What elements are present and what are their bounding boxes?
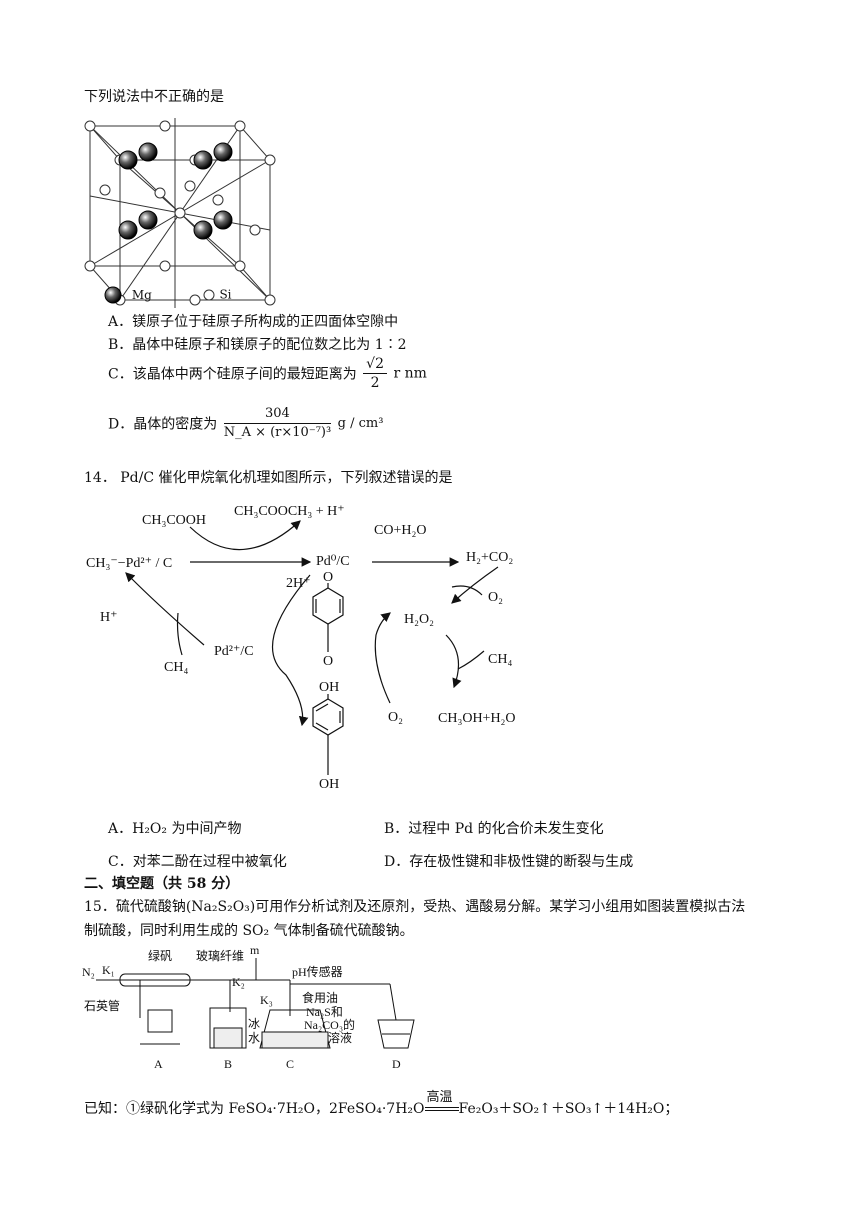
apparatus-ice2: 水 bbox=[248, 1031, 260, 1045]
apparatus-figure: N₂ K₁ 绿矾 玻璃纤维 m K₂ K₃ pH传感器 石英管 食用油 Na₂S… bbox=[82, 943, 415, 1071]
apparatus-k2: K₂ bbox=[232, 975, 245, 989]
q13-option-a: A．镁原子位于硅原子所构成的正四面体空隙中 bbox=[108, 314, 399, 330]
q13-option-c-unit: r nm bbox=[393, 365, 427, 382]
label-ch3cooh: CH₃COOH bbox=[142, 513, 206, 528]
apparatus-ice1: 冰 bbox=[248, 1017, 260, 1031]
known-equation-arrow: 高温 bbox=[424, 1090, 459, 1116]
label-h2o2: H₂O₂ bbox=[404, 612, 434, 627]
apparatus-boli: 玻璃纤维 bbox=[196, 949, 244, 963]
equals-icon bbox=[424, 1107, 459, 1111]
q13-option-d: D．晶体的密度为 304 N_A × (r×10⁻⁷)³ g / cm³ bbox=[108, 405, 383, 442]
apparatus-lvfan: 绿矾 bbox=[148, 948, 172, 963]
legend-si-label: Si bbox=[219, 287, 232, 302]
q14-option-d: D．存在极性键和非极性键的断裂与生成 bbox=[384, 854, 634, 870]
mechanism-diagram: CH₃COOH CH₃COOCH₃ + H⁺ CH₃⁻−Pd²⁺ / C Pd⁰… bbox=[86, 504, 516, 792]
q13-option-c-text: C．该晶体中两个硅原子间的最短距离为 bbox=[108, 366, 357, 383]
apparatus-mix1: Na₂S和 bbox=[306, 1005, 343, 1019]
legend-mg-label: Mg bbox=[131, 287, 152, 302]
q13-option-c: C．该晶体中两个硅原子间的最短距离为 √2 2 r nm bbox=[108, 355, 427, 392]
q13-option-d-denominator: N_A × (r×10⁻⁷)³ bbox=[223, 425, 332, 440]
label-ch4-left: CH₄ bbox=[164, 660, 188, 675]
label-o2-mid: O₂ bbox=[388, 710, 403, 725]
label-oh-bottom: OH bbox=[319, 777, 339, 792]
apparatus-k3: K₃ bbox=[260, 993, 273, 1007]
q14-option-b: B．过程中 Pd 的化合价未发生变化 bbox=[384, 821, 604, 837]
apparatus-label-c: C bbox=[286, 1057, 294, 1071]
label-ch3cooch3: CH₃COOCH₃ + H⁺ bbox=[234, 504, 345, 519]
crystal-structure-figure bbox=[84, 118, 276, 308]
label-ch3pd: CH₃⁻−Pd²⁺ / C bbox=[86, 556, 172, 571]
q14-option-c: C．对苯二酚在过程中被氧化 bbox=[108, 854, 287, 870]
section-2-heading: 二、填空题（共 58 分） bbox=[84, 876, 240, 892]
question-15-line2: 制硫酸，同时利用生成的 SO₂ 气体制备硫代硫酸钠。 bbox=[84, 923, 414, 939]
known-equation-condition: 高温 bbox=[426, 1090, 453, 1105]
label-h-plus: H⁺ bbox=[100, 610, 118, 625]
q13-option-d-unit: g / cm³ bbox=[337, 416, 384, 431]
label-o-bottom: O bbox=[323, 654, 333, 669]
label-pd0: Pd⁰/C bbox=[316, 554, 350, 569]
legend: Mg Si bbox=[104, 286, 232, 304]
label-oh-top: OH bbox=[319, 680, 339, 695]
si-atom-icon bbox=[203, 289, 215, 301]
apparatus-label-a: A bbox=[154, 1057, 163, 1071]
question-13-lead: 下列说法中不正确的是 bbox=[84, 89, 224, 105]
q13-option-c-fraction: √2 2 bbox=[363, 355, 387, 392]
mg-atom-icon bbox=[104, 286, 122, 304]
label-ch4-right: CH₄ bbox=[488, 652, 512, 667]
q13-option-d-fraction: 304 N_A × (r×10⁻⁷)³ bbox=[223, 405, 332, 442]
q13-option-d-text: D．晶体的密度为 bbox=[108, 416, 218, 433]
apparatus-label-d: D bbox=[392, 1057, 401, 1071]
label-o2-top: O₂ bbox=[488, 590, 503, 605]
label-co-h2o: CO+H₂O bbox=[374, 523, 426, 538]
apparatus-oil: 食用油 bbox=[302, 990, 338, 1005]
q13-option-c-numerator: √2 bbox=[363, 355, 387, 374]
apparatus-n2: N₂ bbox=[82, 965, 95, 979]
label-o-top: O bbox=[323, 570, 333, 585]
apparatus-shiying: 石英管 bbox=[84, 998, 120, 1013]
q14-option-a: A．H₂O₂ 为中间产物 bbox=[108, 821, 242, 837]
q13-option-b: B．晶体中硅原子和镁原子的配位数之比为 1∶2 bbox=[108, 337, 407, 353]
q13-option-c-denominator: 2 bbox=[370, 375, 380, 391]
apparatus-mix2: Na₂CO₃的 bbox=[304, 1017, 355, 1032]
label-h2-co2: H₂+CO₂ bbox=[466, 550, 513, 565]
apparatus-k1: K₁ bbox=[102, 963, 115, 977]
question-15-line1: 15．硫代硫酸钠(Na₂S₂O₃)可用作分析试剂及还原剂，受热、遇酸易分解。某学… bbox=[84, 899, 746, 915]
known-equation-suffix: Fe₂O₃＋SO₂↑＋SO₃↑＋14H₂O； bbox=[458, 1101, 679, 1117]
label-pd2: Pd²⁺/C bbox=[214, 644, 254, 659]
question-14-stem: 14． Pd/C 催化甲烷氧化机理如图所示，下列叙述错误的是 bbox=[84, 470, 453, 486]
apparatus-label-b: B bbox=[224, 1057, 232, 1071]
known-equation-prefix: 已知：①绿矾化学式为 FeSO₄·7H₂O，2FeSO₄·7H₂O bbox=[84, 1101, 425, 1117]
known-equation: 已知：①绿矾化学式为 FeSO₄·7H₂O，2FeSO₄·7H₂O 高温 Fe₂… bbox=[84, 1090, 679, 1118]
label-ch3oh: CH₃OH+H₂O bbox=[438, 711, 516, 726]
label-2h: 2H⁺ bbox=[286, 576, 311, 591]
q13-option-d-numerator: 304 bbox=[223, 405, 332, 424]
apparatus-m: m bbox=[250, 943, 260, 957]
apparatus-ph: pH传感器 bbox=[292, 964, 343, 979]
